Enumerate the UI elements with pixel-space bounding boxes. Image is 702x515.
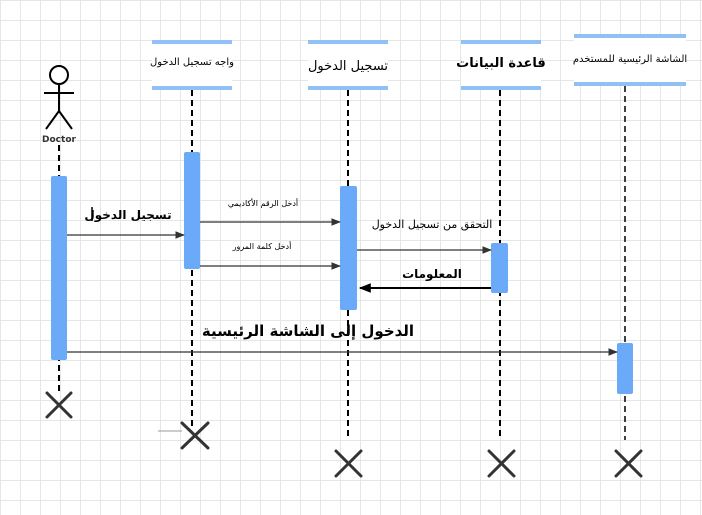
activation-login <box>340 186 357 310</box>
participant-box <box>461 40 541 90</box>
destroy-database <box>487 449 516 478</box>
message-verify-label: التحقق من تسجيل الدخول <box>372 218 493 232</box>
message-password-label: أدخل كلمة المرور <box>232 241 292 251</box>
destroy-login-interface <box>180 421 210 450</box>
message-home-screen-label: الدخول إلى الشاشة الرئيسية <box>202 322 414 340</box>
participant-label: قاعدة البيانات <box>456 56 546 71</box>
actor-doctor[interactable]: Doctor <box>42 65 77 145</box>
destroy-doctor <box>45 391 73 419</box>
message-information-label: المعلومات <box>402 267 462 282</box>
actor-right-leg <box>58 110 73 130</box>
participant-label: تسجيل الدخول <box>308 59 388 74</box>
participant-home-screen[interactable]: الشاشة الرئيسية للمستخدم <box>573 34 687 86</box>
actor-left-leg <box>45 110 60 130</box>
destroy-home-screen <box>614 449 643 478</box>
participant-label: الشاشة الرئيسية للمستخدم <box>573 54 687 65</box>
participant-box <box>152 40 232 90</box>
activation-doctor <box>51 176 67 360</box>
participant-box <box>574 34 686 86</box>
participant-login-interface[interactable]: واجه تسجيل الدخول <box>150 40 234 90</box>
participant-box <box>308 40 388 90</box>
destroy-login <box>334 449 363 478</box>
message-academic-id-label: أدخل الرقم الأكاديمي <box>228 198 298 208</box>
participant-login[interactable]: تسجيل الدخول <box>308 40 388 90</box>
actor-label: Doctor <box>42 135 76 145</box>
activation-login-interface <box>184 152 200 269</box>
message-login-label: تسجيل الدخول <box>84 208 171 223</box>
actor-head <box>49 65 69 85</box>
participant-label: واجه تسجيل الدخول <box>150 57 234 68</box>
activation-database <box>491 243 508 293</box>
participant-database[interactable]: قاعدة البيانات <box>456 40 546 90</box>
activation-home-screen <box>617 343 633 394</box>
